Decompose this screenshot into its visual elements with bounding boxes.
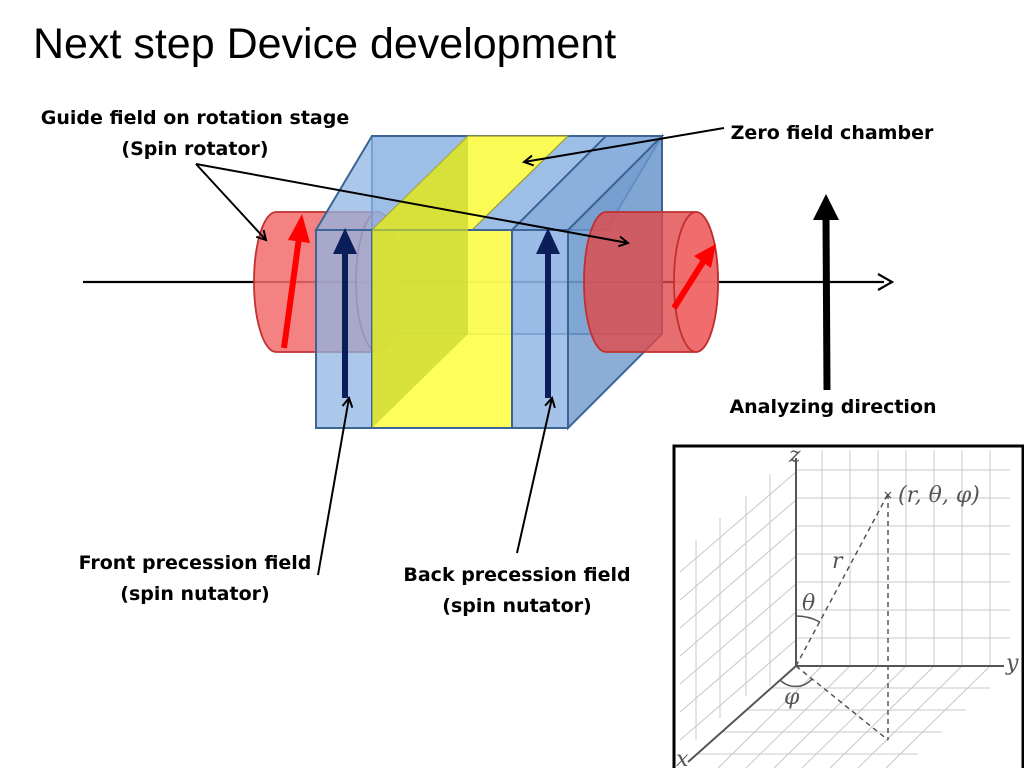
axis-x-label: x [676, 747, 689, 768]
radius-line [795, 493, 889, 667]
xz-plane-grid [679, 471, 797, 741]
phi-label: φ [784, 685, 800, 710]
back-precession-label-line2: (spin nutator) [442, 595, 592, 617]
zero-field-chamber-box [314, 133, 665, 431]
guide-field-label: Guide field on rotation stage (Spin rota… [38, 103, 352, 165]
xy-plane-grid [698, 665, 991, 768]
back-precession-label-line1: Back precession field [403, 564, 631, 586]
callout-lines [195, 127, 725, 576]
front-precession-label: Front precession field (spin nutator) [70, 548, 320, 610]
theta-arc [795, 615, 821, 623]
analyzing-direction-label: Analyzing direction [729, 396, 937, 418]
guide-field-label-line1: Guide field on rotation stage [40, 107, 350, 129]
left-spin-arrow [281, 214, 310, 349]
projection-floor-line [795, 665, 889, 741]
x-axis [687, 665, 797, 763]
right-spin-arrow [671, 244, 716, 310]
point-marker: × [883, 488, 893, 502]
back-precession-field-arrow [536, 228, 560, 398]
analyzing-direction-arrow [813, 194, 839, 391]
yz-plane-grid [796, 450, 1010, 666]
beam-axis-arrowhead [877, 273, 895, 291]
guide-field-label-line2: (Spin rotator) [121, 138, 269, 160]
point-label: (r, θ, φ) [898, 483, 980, 508]
back-precession-label: Back precession field (spin nutator) [392, 560, 642, 622]
right-guide-cylinder [583, 211, 719, 353]
theta-label: θ [802, 591, 815, 616]
radius-label: r [832, 549, 844, 574]
coordinate-inset: × z y x (r, θ, φ) r θ φ [672, 443, 1024, 768]
axis-y-label: y [1005, 651, 1019, 676]
phi-arc [779, 678, 813, 688]
front-precession-label-line2: (spin nutator) [120, 583, 270, 605]
front-precession-label-line1: Front precession field [78, 552, 312, 574]
slide-title: Next step Device development [33, 20, 617, 68]
front-precession-field-arrow [333, 228, 357, 398]
zero-field-chamber-label: Zero field chamber [730, 122, 934, 144]
axis-z-label: z [788, 443, 801, 468]
